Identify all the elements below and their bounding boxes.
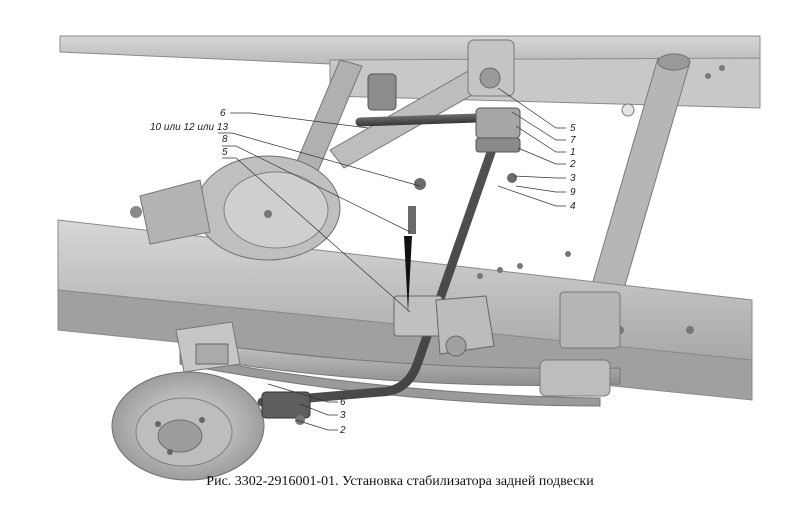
leader-3-top <box>513 175 566 179</box>
stabilizer-bar <box>257 107 521 407</box>
callout-6-bottom: 6 <box>340 397 346 408</box>
leader-2-bottom <box>295 419 338 431</box>
spring-bracket <box>175 321 241 373</box>
differential-housing <box>130 155 341 261</box>
leader-1 <box>515 125 566 153</box>
callout-9: 9 <box>570 187 576 198</box>
callout-10-12-13: 10 или 12 или 13 <box>150 122 228 133</box>
callout-3-bottom: 3 <box>340 410 346 421</box>
leader-9 <box>515 185 566 193</box>
leader-4 <box>497 185 566 207</box>
callout-labels: 6 10 или 12 или 13 8 5 5 7 1 2 3 9 4 6 3… <box>150 108 576 436</box>
callout-1: 1 <box>570 147 576 158</box>
callout-5-right: 5 <box>570 123 576 134</box>
leaf-spring <box>179 291 621 407</box>
leader-6-top <box>230 112 369 129</box>
callout-2-top: 2 <box>569 159 576 170</box>
callout-8: 8 <box>222 134 228 145</box>
brake-drum <box>111 371 265 481</box>
callout-3-top: 3 <box>570 173 576 184</box>
leader-3-bottom <box>299 403 338 416</box>
callout-6-top: 6 <box>220 108 226 119</box>
leader-7 <box>511 111 566 141</box>
callout-5-left: 5 <box>222 147 228 158</box>
figure-caption: Рис. 3302-2916001-01. Установка стабилиз… <box>206 474 594 489</box>
leader-10-12-13 <box>218 132 421 187</box>
lower-clamp <box>261 391 311 425</box>
stabilizer-bracket <box>393 206 495 357</box>
leader-2-top <box>517 147 566 165</box>
leader-5-right <box>497 87 566 129</box>
leader-6-bottom <box>267 383 338 403</box>
callout-2-bottom: 2 <box>339 425 346 436</box>
callout-7: 7 <box>570 135 576 146</box>
callout-4: 4 <box>570 201 576 212</box>
leader-8 <box>222 145 411 233</box>
leader-lines <box>218 87 566 431</box>
leader-5-left <box>222 157 411 313</box>
